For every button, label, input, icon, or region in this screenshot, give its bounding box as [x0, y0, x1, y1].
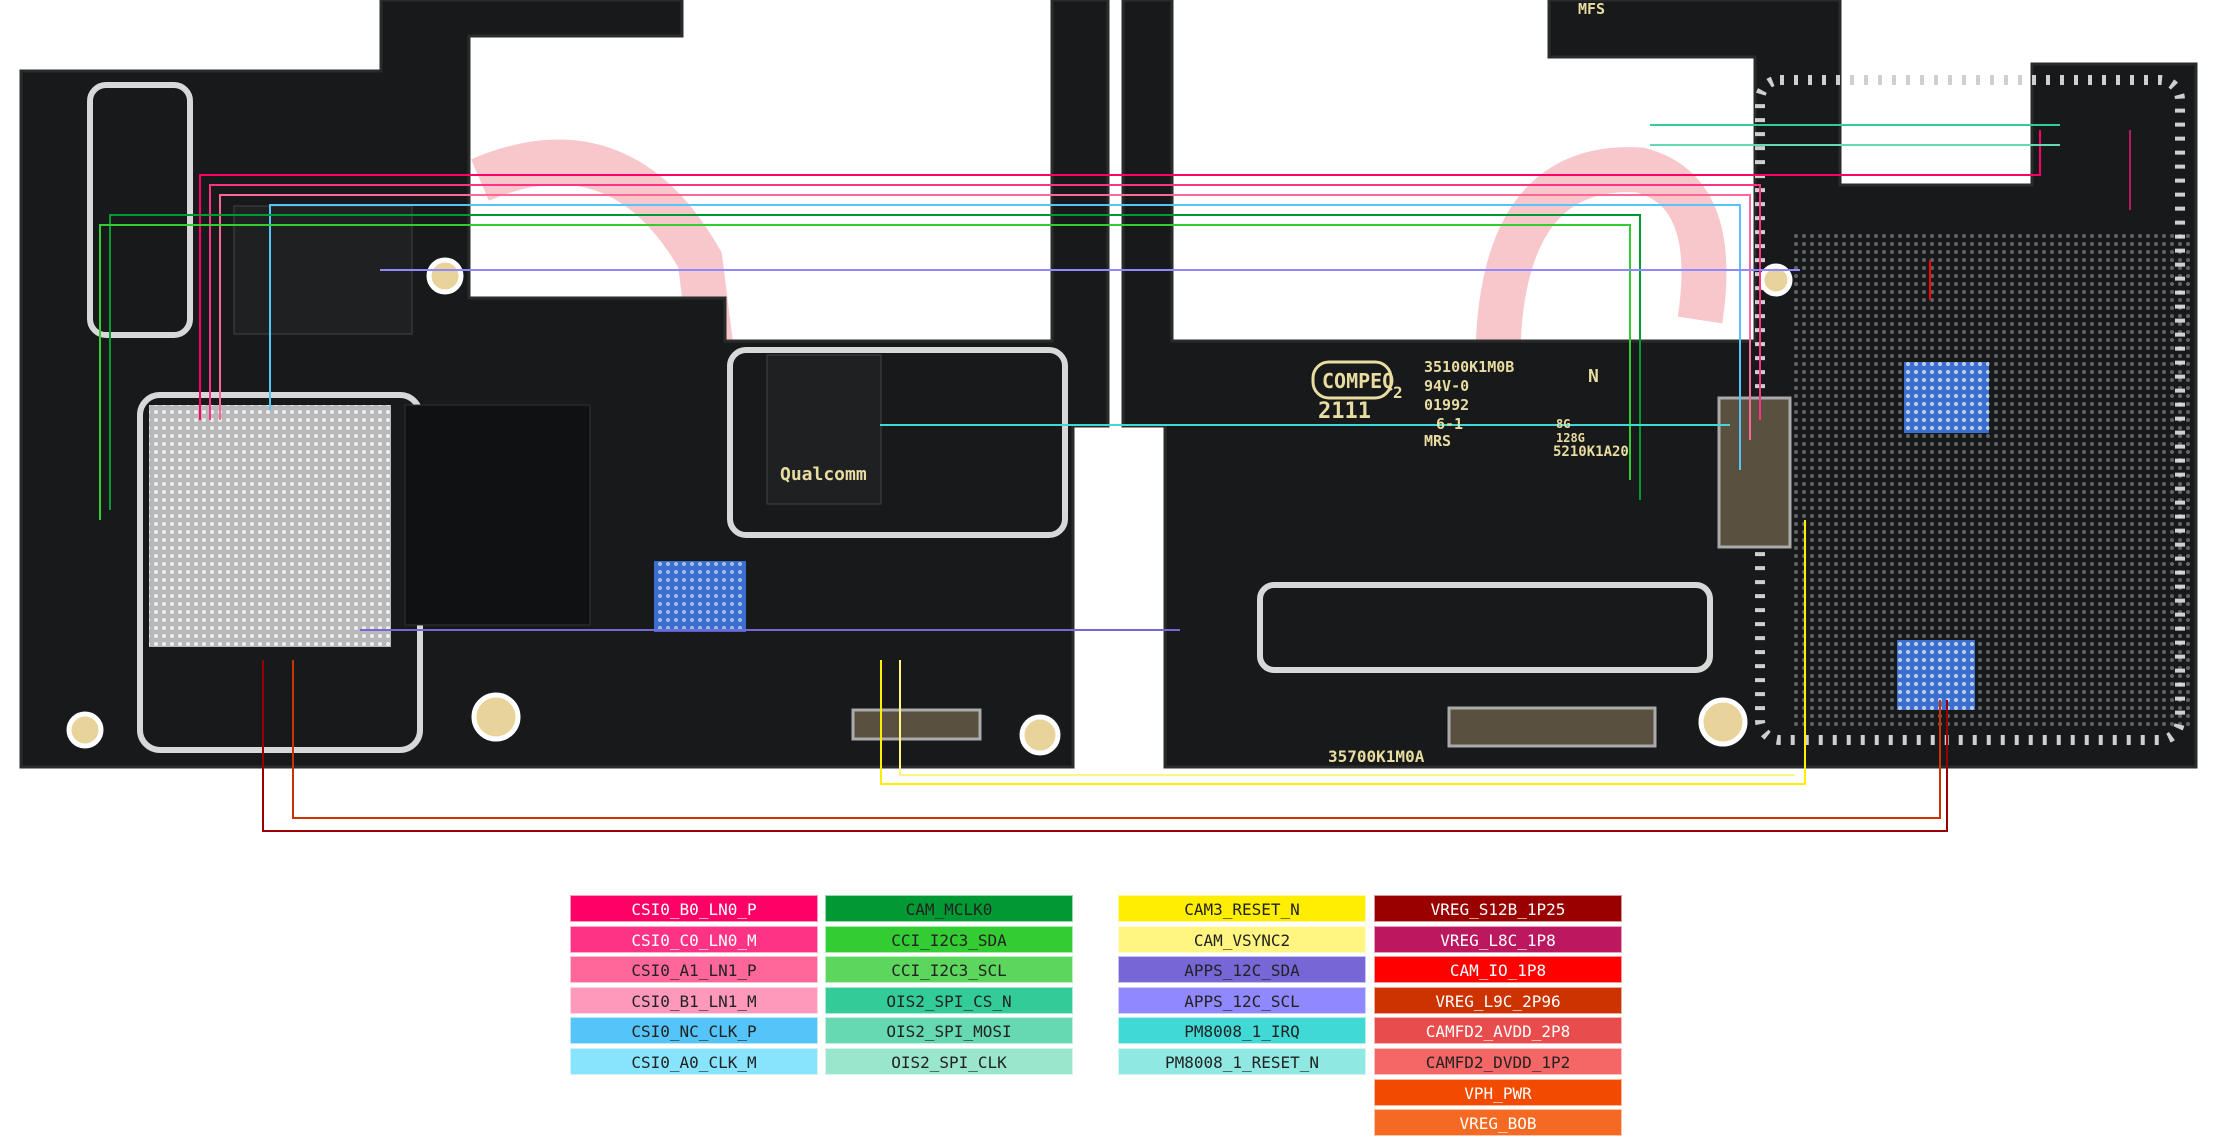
legend-item-vreg-l8c-1p8[interactable]: VREG_L8C_1P8	[1374, 925, 1622, 953]
pcb-board-view: Qualcomm COMPEQ 2 2111	[19, 0, 2198, 832]
pmic-chip	[766, 354, 882, 505]
legend-item-cam-vsync2[interactable]: CAM_VSYNC2	[1118, 925, 1366, 953]
bottom-connector	[851, 708, 982, 741]
bottom-part-number: 35700K1M0A	[1328, 747, 1425, 766]
legend-item-pm8008-1-irq[interactable]: PM8008_1_IRQ	[1118, 1017, 1366, 1045]
watermark	[471, 139, 1727, 423]
legend-item-vreg-l9c-2p96[interactable]: VREG_L9C_2P96	[1374, 986, 1622, 1014]
manufacturer-sub: 2	[1393, 383, 1403, 402]
side-marker: N	[1588, 366, 1599, 387]
memory-chip	[404, 404, 591, 626]
legend-item-vreg-s12b-1p25[interactable]: VREG_S12B_1P25	[1374, 895, 1622, 922]
signal-traces	[99, 124, 2131, 832]
legend-item-camfd2-avdd-2p8[interactable]: CAMFD2_AVDD_2P8	[1374, 1017, 1622, 1045]
legend-item-cam3-reset-n[interactable]: CAM3_RESET_N	[1118, 895, 1366, 922]
bottom-connector	[1447, 706, 1657, 748]
legend-item-cam-io-1p8[interactable]: CAM_IO_1P8	[1374, 956, 1622, 984]
legend-item-cam-mclk0[interactable]: CAM_MCLK0	[825, 895, 1073, 922]
camera-connector	[1717, 396, 1792, 549]
mounting-holes	[66, 257, 1793, 756]
legend-item-vph-pwr[interactable]: VPH_PWR	[1374, 1078, 1622, 1106]
rating: 94V-0	[1424, 377, 1469, 395]
part-number: 35100K1M0B	[1424, 358, 1514, 376]
left-pcb	[19, 0, 1110, 769]
legend-item-csi0-a0-clk-m[interactable]: CSI0_A0_CLK_M	[570, 1047, 818, 1075]
legend-item-csi0-a1-ln1-p[interactable]: CSI0_A1_LN1_P	[570, 956, 818, 984]
legend-item-cci-i2c3-sda[interactable]: CCI_I2C3_SDA	[825, 925, 1073, 953]
storage-info: 128G	[1556, 431, 1585, 445]
date-code: 2111	[1318, 399, 1371, 424]
legend-item-ois2-spi-mosi[interactable]: OIS2_SPI_MOSI	[825, 1017, 1073, 1045]
legend-item-apps-12c-scl[interactable]: APPS_12C_SCL	[1118, 986, 1366, 1014]
legend-item-ois2-spi-cs-n[interactable]: OIS2_SPI_CS_N	[825, 986, 1073, 1014]
legend-item-apps-12c-sda[interactable]: APPS_12C_SDA	[1118, 956, 1366, 984]
legend-item-csi0-b1-ln1-m[interactable]: CSI0_B1_LN1_M	[570, 986, 818, 1014]
revision: 6-1	[1436, 415, 1463, 433]
shield-outlines	[87, 75, 2185, 753]
legend-item-csi0-nc-clk-p[interactable]: CSI0_NC_CLK_P	[570, 1017, 818, 1045]
manufacturer-logo: COMPEQ	[1322, 369, 1394, 393]
mrs-label: MRS	[1424, 432, 1451, 450]
chip-code: 5210K1A20	[1553, 444, 1629, 460]
board-silkscreen: COMPEQ 2 2111 35100K1M0B 94V-0 01992 6-1…	[1311, 0, 1629, 766]
legend-item-csi0-b0-ln0-p[interactable]: CSI0_B0_LN0_P	[570, 895, 818, 922]
qualcomm-logo: Qualcomm	[780, 464, 867, 485]
top-label: MFS	[1578, 0, 1605, 18]
legend-item-camfd2-dvdd-1p2[interactable]: CAMFD2_DVDD_1P2	[1374, 1047, 1622, 1075]
memory-info: 8G	[1556, 417, 1570, 431]
lot-number: 01992	[1424, 396, 1469, 414]
legend-item-cci-i2c3-scl[interactable]: CCI_I2C3_SCL	[825, 956, 1073, 984]
legend-item-ois2-spi-clk[interactable]: OIS2_SPI_CLK	[825, 1047, 1073, 1075]
legend-item-pm8008-1-reset-n[interactable]: PM8008_1_RESET_N	[1118, 1047, 1366, 1075]
legend-item-vreg-bob[interactable]: VREG_BOB	[1374, 1109, 1622, 1137]
legend-item-csi0-c0-ln0-m[interactable]: CSI0_C0_LN0_M	[570, 925, 818, 953]
